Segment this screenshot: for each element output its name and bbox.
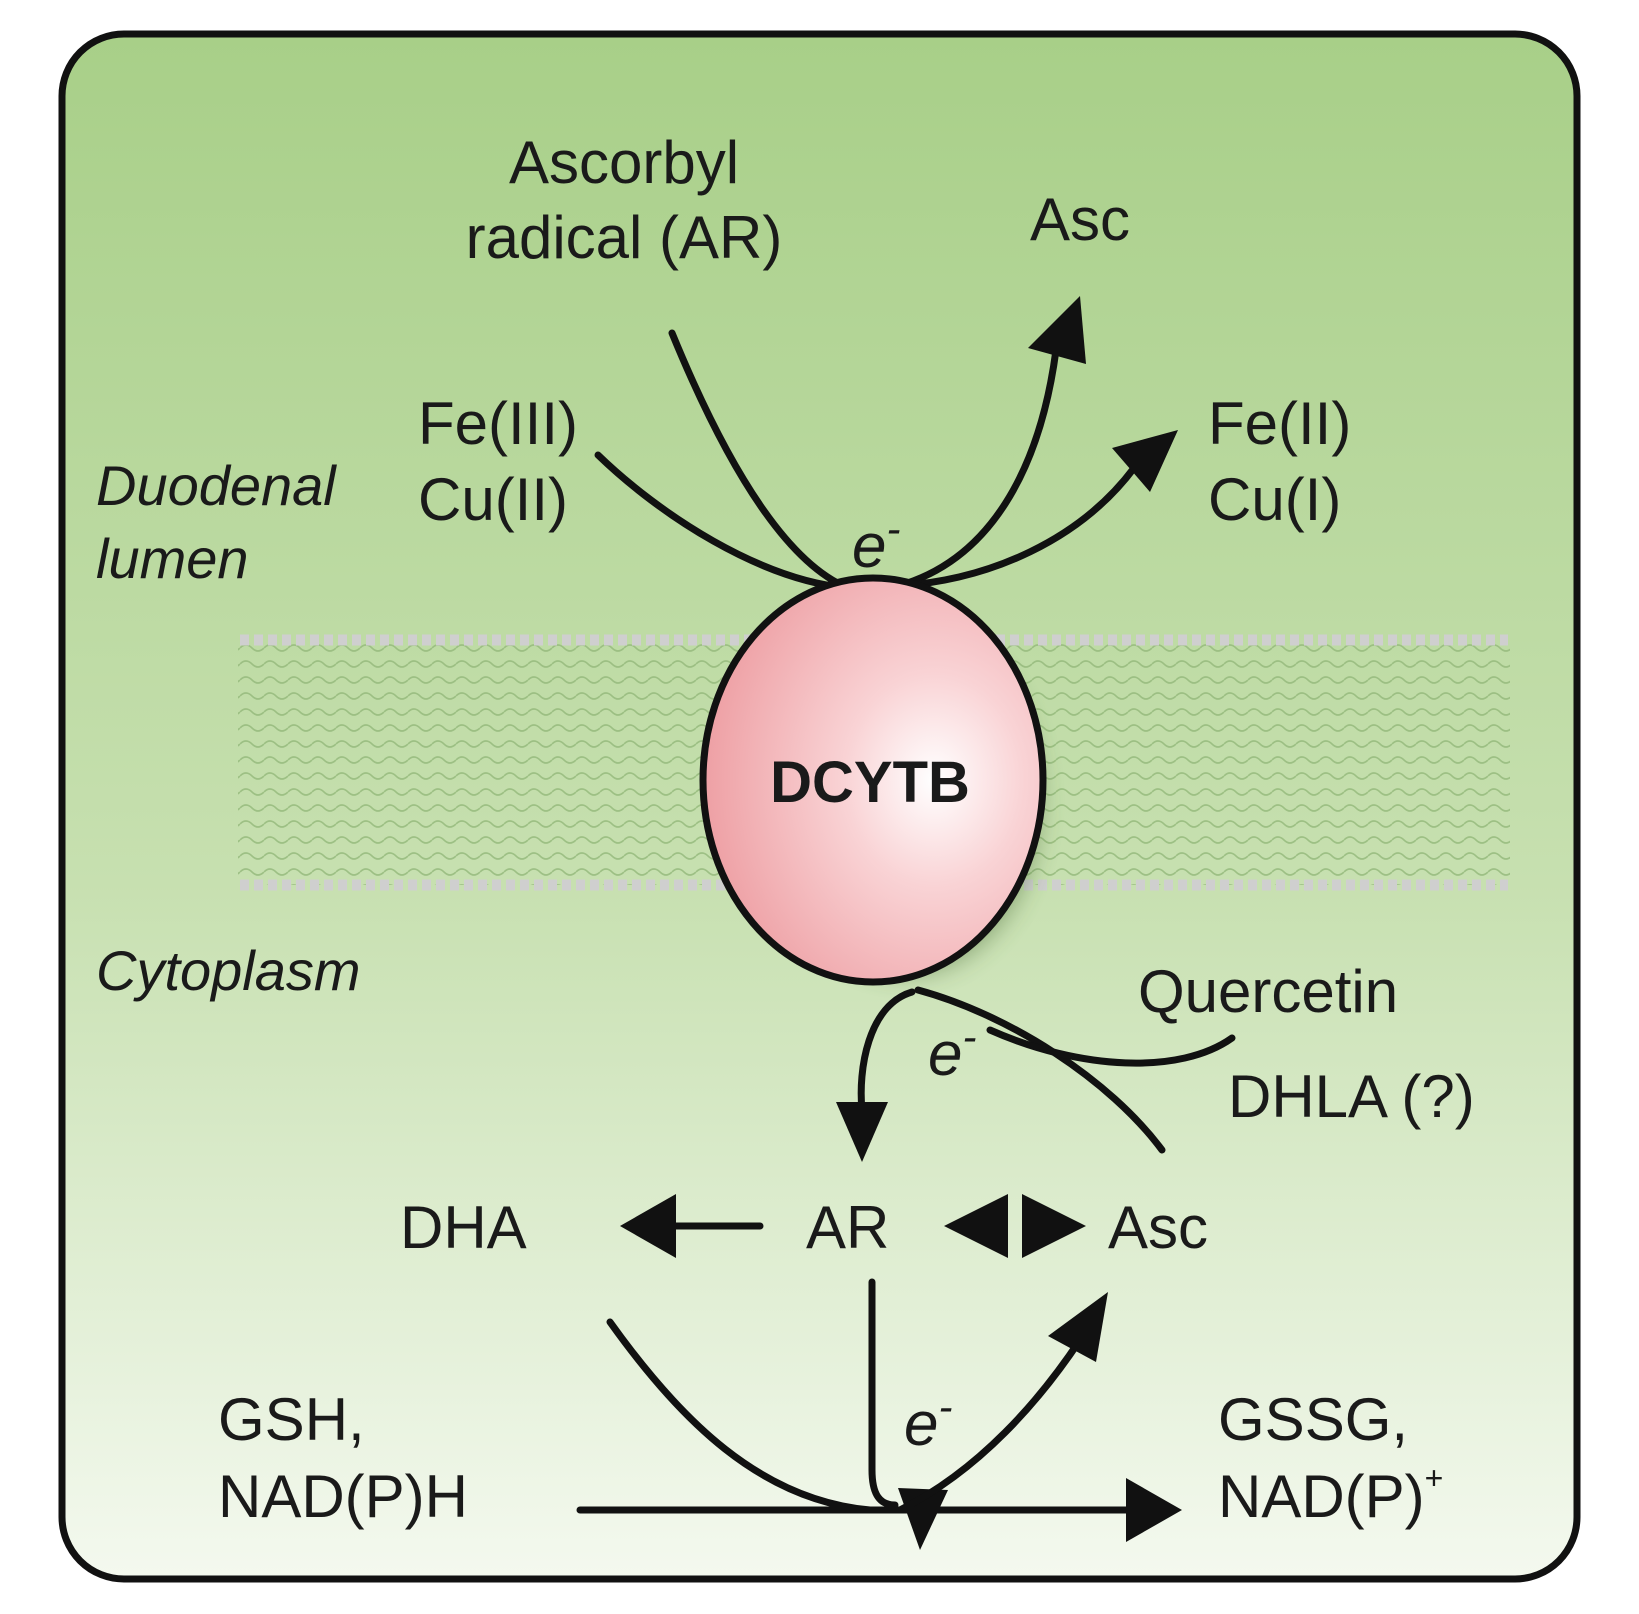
cu1-label: Cu(I): [1208, 466, 1341, 533]
asc-cytoplasm-label: Asc: [1108, 1194, 1208, 1261]
dcytb-label: DCYTB: [770, 750, 970, 815]
asc-lumen-arrow: [894, 346, 1060, 590]
fe3-label: Fe(III): [418, 390, 578, 457]
ar-cytoplasm-label: AR: [806, 1194, 889, 1261]
duodenal-lumen-label: Duodenal: [96, 454, 337, 517]
ar-asc-arrowhead-right: [1022, 1194, 1086, 1258]
dha-label: DHA: [400, 1194, 527, 1261]
nadp-label: NAD(P)+: [1218, 1460, 1443, 1530]
ascorbyl-radical-label-line2: radical (AR): [466, 204, 783, 271]
electron-cytoplasm-label: e-: [928, 1013, 976, 1089]
gsh-label: GSH,: [218, 1386, 365, 1453]
ascorbyl-radical-arrow: [668, 329, 852, 592]
duodenal-lumen-label-line2: lumen: [96, 527, 249, 590]
fe2-cu1-arrow: [894, 464, 1138, 590]
protein-to-ar-arrow: [857, 988, 916, 1114]
ar-asc-arrowhead-left: [944, 1194, 1008, 1258]
ar-down-line: [868, 1278, 899, 1509]
dha-to-reaction-arrow: [606, 1318, 874, 1514]
quercetin-label: Quercetin: [1138, 958, 1398, 1025]
protein-to-ar-arrowhead: [836, 1102, 888, 1162]
dhla-label: DHLA (?): [1228, 1063, 1475, 1130]
reaction-to-asc-arrowhead: [1048, 1292, 1108, 1362]
dcytb-protein: [699, 574, 1047, 986]
cytoplasm-label: Cytoplasm: [96, 939, 361, 1002]
quercetin-branch: [986, 1026, 1236, 1067]
ascorbyl-radical-label: Ascorbyl: [509, 129, 739, 196]
ar-to-dha-arrowhead: [620, 1194, 676, 1258]
nadph-label: NAD(P)H: [218, 1463, 468, 1530]
gsh-to-gssg-arrowhead: [1126, 1478, 1182, 1542]
reaction-to-asc-arrow: [896, 1336, 1084, 1514]
fe3-cu2-arrow: [594, 451, 852, 592]
fe2-cu1-arrowhead: [1112, 430, 1178, 492]
fe2-label: Fe(II): [1208, 390, 1351, 457]
electron-bottom-label: e-: [904, 1383, 952, 1459]
electron-lumen-label: e-: [852, 505, 900, 581]
gssg-label: GSSG,: [1218, 1386, 1408, 1453]
asc-lumen-label: Asc: [1030, 186, 1130, 253]
cu2-label: Cu(II): [418, 466, 568, 533]
asc-lumen-arrowhead: [1028, 296, 1086, 364]
